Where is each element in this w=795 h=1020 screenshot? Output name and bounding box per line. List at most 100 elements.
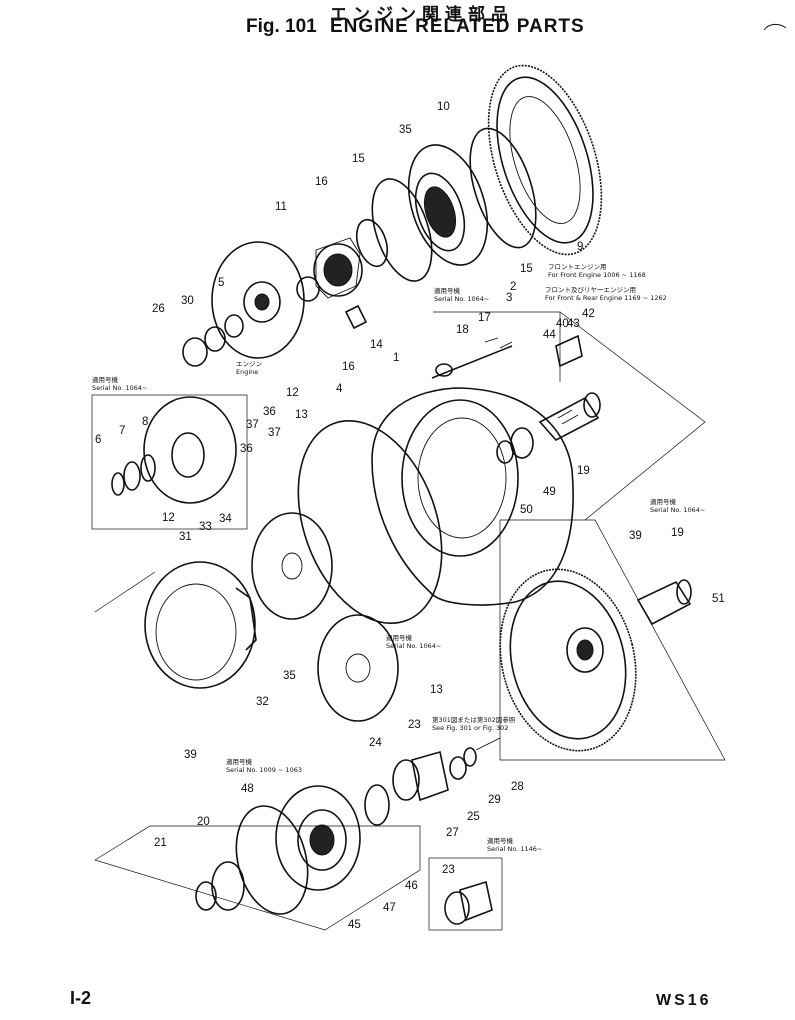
callout-41: 40 [556, 318, 569, 330]
callout-18: 18 [456, 324, 469, 336]
callout-35b: 35 [283, 670, 296, 682]
note-1064-b-jp: 適用号機 [434, 286, 461, 295]
note-front-en: For Front Engine 1006 ~ 1168 [548, 271, 646, 279]
callout-45: 45 [348, 919, 361, 931]
note-1064-c-jp: 適用号機 [650, 497, 677, 506]
snap-ring-part-21 [195, 881, 217, 911]
note-engine-jp: エンジン [236, 360, 262, 368]
callout-37b: 37 [268, 427, 281, 439]
inset-frame-bottom [94, 825, 421, 931]
callout-32: 35 [399, 124, 412, 136]
bracket-part-41 [555, 334, 583, 368]
inset-box-serial-1064 [91, 394, 248, 530]
callout-10: 10 [437, 101, 450, 113]
note-see-fig-en: See Fig. 301 or Fig. 302 [432, 724, 508, 732]
seal-part-5 [224, 314, 244, 338]
callout-30: 30 [181, 295, 194, 307]
callout-20: 20 [197, 816, 210, 828]
shaft-part-19b [636, 579, 692, 626]
note-front-rear-en: For Front & Rear Engine 1169 ~ 1262 [545, 294, 667, 302]
callout-36: 36 [263, 406, 276, 418]
sleeve-part-14 [344, 304, 368, 330]
corner-mark [763, 23, 787, 31]
inset-box-serial-1146 [428, 857, 503, 931]
disc-part-13b-hole [345, 653, 371, 683]
page-title: ENGINE RELATED PARTS [330, 16, 585, 37]
callout-35: 34 [219, 513, 232, 525]
ring-part-8 [140, 454, 156, 482]
note-1146-en: Serial No. 1146~ [487, 845, 542, 853]
callout-48: 48 [241, 783, 254, 795]
snap-ring-part-6 [111, 472, 125, 496]
callout-12b: 12 [162, 512, 175, 524]
seal-part-26 [182, 337, 208, 367]
shaft-part-18 [431, 345, 513, 379]
japanese-title: エンジン関連部品 [330, 5, 514, 25]
o-ring-part-15b [371, 178, 433, 282]
callout-34: 32 [256, 696, 269, 708]
callout-1: 1 [393, 352, 399, 364]
callout-39: 39 [184, 749, 197, 761]
callout-26: 26 [152, 303, 165, 315]
inset-frame-flywheel [499, 519, 726, 761]
flywheel-housing-part-1 [371, 387, 574, 606]
seal-part-20 [211, 861, 245, 911]
callout-23: 23 [408, 719, 421, 731]
callout-43: 43 [567, 318, 580, 330]
callout-6: 6 [95, 434, 101, 446]
callout-8: 8 [142, 416, 148, 428]
callout-31: 31 [179, 531, 192, 543]
disc-part-13 [251, 512, 333, 620]
callout-labels: 10 35 15 16 11 9 15 5 30 26 2 3 17 18 14… [95, 101, 725, 931]
bearing-part-7 [123, 461, 141, 491]
callout-36b: 36 [240, 443, 253, 455]
callout-40: 39 [629, 530, 642, 542]
callout-4: 4 [336, 383, 343, 395]
callout-21: 21 [154, 837, 167, 849]
callout-23b: 23 [442, 864, 455, 876]
callout-17: 17 [478, 312, 491, 324]
callout-13: 13 [295, 409, 308, 421]
note-engine-en: Engine [236, 368, 258, 376]
ring-part-16 [355, 218, 389, 268]
plate-part-29 [463, 747, 477, 767]
callout-5: 5 [218, 277, 224, 289]
callout-51: 51 [712, 593, 725, 605]
disc-part-13b [317, 614, 399, 722]
note-1064-a-en: Serial No. 1064~ [92, 384, 147, 392]
callout-50: 50 [520, 504, 533, 516]
leader-39 [94, 571, 156, 613]
flange-part-12 [211, 241, 305, 359]
callout-19b: 19 [671, 527, 684, 539]
callout-11: 11 [275, 201, 287, 213]
note-1009-jp: 適用号機 [226, 757, 253, 766]
bolt-part-28 [475, 737, 501, 751]
note-1064-b-en: Serial No. 1064~ [434, 295, 489, 303]
callout-29: 29 [488, 794, 501, 806]
callout-46: 46 [405, 880, 418, 892]
housing-part-23b [444, 880, 493, 925]
flange-part-12b [143, 396, 237, 504]
callout-16b: 16 [342, 361, 355, 373]
housing-part-23 [392, 750, 449, 802]
callout-7: 7 [119, 425, 125, 437]
shaft-part-19 [538, 392, 601, 441]
callout-24: 24 [369, 737, 382, 749]
note-1064-d-jp: 適用号機 [386, 633, 413, 642]
callout-14: 14 [370, 339, 383, 351]
note-1064-d-en: Serial No. 1064~ [386, 642, 441, 650]
note-1064-c-en: Serial No. 1064~ [650, 506, 705, 514]
note-see-fig-jp: 第301図または第302図参照 [432, 715, 516, 724]
notes: エンジン Engine 適用号機 Serial No. 1064~ 適用号機 S… [92, 263, 705, 853]
o-ring-part-15 [469, 127, 537, 249]
o-ring-part-4 [297, 419, 443, 625]
cover-part-45 [275, 785, 361, 891]
callout-15b: 15 [520, 263, 533, 275]
cover-part-39 [144, 561, 257, 689]
pin-part-18 [435, 363, 453, 377]
callout-15: 15 [352, 153, 365, 165]
callout-16: 16 [315, 176, 328, 188]
figure-number: Fig. 101 [246, 16, 317, 37]
callout-25: 25 [467, 811, 480, 823]
